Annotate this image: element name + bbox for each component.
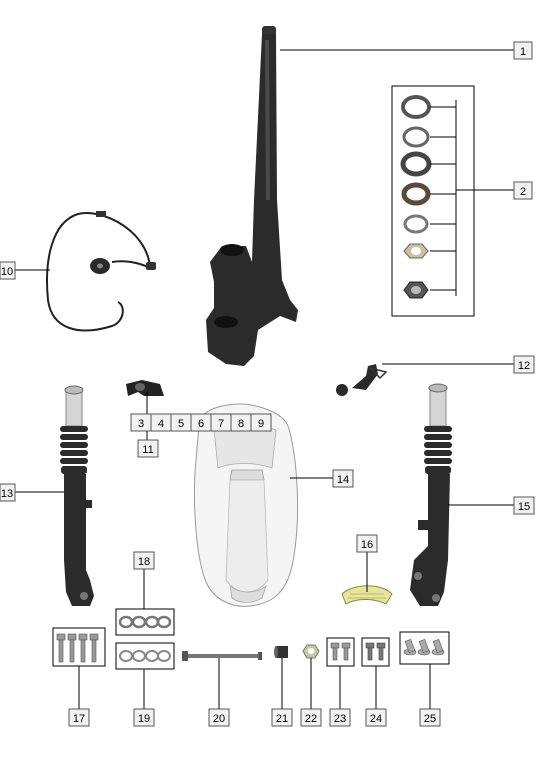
svg-text:14: 14: [337, 474, 349, 486]
svg-text:7: 7: [218, 418, 224, 430]
callout-10: 10: [0, 261, 16, 280]
callout-22: 22: [300, 708, 322, 727]
svg-text:13: 13: [1, 488, 13, 500]
callout-19: 19: [133, 708, 155, 727]
part-washers-18: [115, 608, 175, 636]
svg-text:5: 5: [178, 418, 184, 430]
callout-13: 13: [0, 483, 16, 502]
svg-text:25: 25: [424, 713, 436, 725]
callout-17: 17: [68, 708, 90, 727]
part-bearing-set: [391, 85, 475, 317]
part-bolts-17: [52, 627, 106, 667]
callout-18: 18: [133, 551, 155, 570]
callout-24: 24: [365, 708, 387, 727]
svg-text:24: 24: [370, 713, 382, 725]
svg-text:6: 6: [198, 418, 204, 430]
svg-text:1: 1: [520, 46, 526, 58]
part-fork-right: [410, 383, 452, 606]
svg-text:12: 12: [518, 360, 530, 372]
callout-7: 7: [210, 413, 232, 432]
part-axle: [182, 651, 262, 661]
callout-2: 2: [513, 181, 533, 200]
callout-5: 5: [170, 413, 192, 432]
svg-text:18: 18: [138, 556, 150, 568]
callout-15: 15: [513, 496, 535, 515]
callout-8: 8: [230, 413, 252, 432]
callout-9: 9: [250, 413, 272, 432]
svg-text:21: 21: [276, 713, 288, 725]
callout-23: 23: [329, 708, 351, 727]
svg-text:20: 20: [213, 713, 225, 725]
callout-12: 12: [513, 355, 535, 374]
part-front-fender: [193, 403, 299, 607]
svg-text:23: 23: [334, 713, 346, 725]
leader-lines: [15, 49, 514, 709]
part-screws-25: [399, 631, 450, 665]
callout-11: 11: [137, 439, 159, 458]
svg-text:8: 8: [238, 418, 244, 430]
callout-6: 6: [190, 413, 212, 432]
svg-text:19: 19: [138, 713, 150, 725]
callout-14: 14: [332, 469, 354, 488]
callout-25: 25: [419, 708, 441, 727]
svg-text:3: 3: [138, 418, 144, 430]
part-crank: [336, 364, 388, 396]
part-bolts-23: [326, 637, 355, 667]
svg-text:9: 9: [258, 418, 264, 430]
callout-3: 3: [130, 413, 152, 432]
svg-text:4: 4: [158, 418, 164, 430]
callout-16: 16: [356, 534, 378, 553]
part-steering-stem: [206, 26, 298, 366]
svg-text:15: 15: [518, 501, 530, 513]
svg-text:17: 17: [73, 713, 85, 725]
svg-text:22: 22: [305, 713, 317, 725]
callout-1: 1: [513, 41, 533, 60]
part-bolts-24: [361, 637, 390, 667]
callout-20: 20: [208, 708, 230, 727]
callout-21: 21: [271, 708, 293, 727]
callout-4: 4: [150, 413, 172, 432]
part-sensor-cable: [46, 211, 156, 332]
part-cable-clamp: [126, 380, 164, 396]
part-spacer: [274, 646, 288, 658]
part-fork-left: [60, 385, 94, 606]
part-reflector: [341, 585, 393, 605]
svg-text:11: 11: [142, 444, 153, 456]
part-washers-19: [115, 642, 175, 670]
svg-text:16: 16: [361, 539, 373, 551]
part-nut: [302, 644, 320, 659]
svg-text:2: 2: [520, 186, 526, 198]
svg-text:10: 10: [1, 266, 13, 278]
